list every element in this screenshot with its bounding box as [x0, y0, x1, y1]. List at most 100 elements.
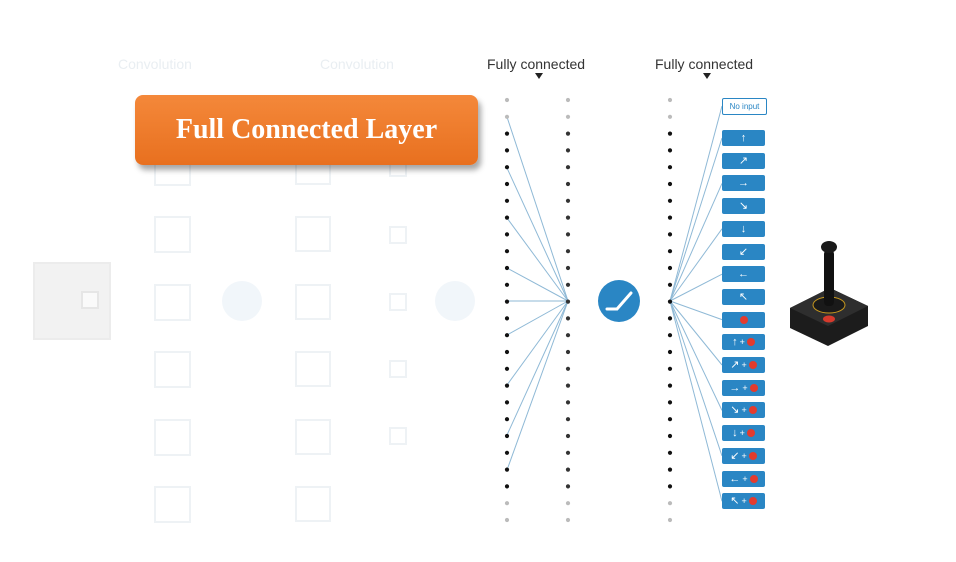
action-button: ↓ — [722, 220, 765, 237]
neuron — [667, 400, 673, 405]
connection-line — [506, 217, 569, 302]
neuron — [565, 114, 571, 119]
pool-map — [389, 293, 407, 311]
neuron — [504, 97, 510, 103]
neuron — [565, 148, 571, 153]
neuron — [565, 316, 571, 321]
conv2-map — [295, 351, 331, 387]
neuron — [565, 198, 571, 203]
neuron — [504, 517, 510, 523]
plus-icon: + — [742, 473, 748, 484]
fire-button-icon — [746, 429, 755, 438]
connection-line — [669, 273, 723, 302]
neuron — [667, 181, 673, 187]
conv2-map — [295, 284, 331, 320]
neuron — [565, 131, 571, 136]
action-button: ↖ — [722, 288, 765, 305]
relu-activation-icon — [435, 281, 475, 321]
action-button: ↙+ — [722, 447, 765, 464]
connection-line — [506, 116, 569, 302]
arrow-icon: ↙ — [738, 245, 749, 258]
neuron — [504, 232, 510, 237]
fc1-connections — [506, 116, 569, 471]
neuron — [504, 165, 510, 170]
fc2-title-pointer — [703, 73, 711, 79]
neuron — [667, 450, 673, 455]
neuron — [667, 517, 673, 523]
neuron — [667, 282, 673, 287]
arrow-icon: ↘ — [738, 200, 749, 213]
neuron — [504, 299, 510, 304]
neuron — [667, 198, 673, 203]
action-button: ← — [722, 266, 765, 283]
neuron — [565, 181, 571, 187]
joystick-icon — [790, 241, 868, 346]
conv1-map — [154, 216, 191, 253]
neuron — [667, 165, 673, 170]
neuron — [565, 501, 571, 506]
neuron — [667, 417, 673, 422]
neuron — [504, 114, 510, 119]
relu-activation-icon — [222, 281, 262, 321]
arrow-icon: ↑ — [732, 336, 738, 349]
fire-button-icon — [739, 315, 748, 324]
action-button — [722, 311, 765, 328]
pool-map — [389, 360, 407, 378]
action-button: ↑+ — [722, 334, 765, 351]
neuron — [565, 265, 571, 271]
connection-line — [506, 167, 569, 302]
action-button: ↗+ — [722, 357, 765, 373]
connection-line — [669, 300, 723, 456]
neuron — [504, 333, 510, 338]
neuron — [565, 333, 571, 338]
neuron — [565, 349, 571, 355]
neuron — [504, 433, 510, 439]
neuron — [667, 232, 673, 237]
neuron — [504, 148, 510, 153]
arrow-icon: ↘ — [730, 404, 740, 417]
neuron — [667, 148, 673, 153]
neuron — [667, 333, 673, 338]
fire-button-icon — [749, 383, 758, 392]
plus-icon: + — [739, 428, 745, 439]
no-input-action: No input — [722, 98, 767, 115]
pool-map — [389, 427, 407, 445]
full-connected-layer-callout: Full Connected Layer — [135, 95, 478, 165]
faded-convolution-layers — [33, 149, 475, 523]
action-button: ↘+ — [722, 402, 765, 419]
conv1-title: Convolution — [118, 56, 192, 72]
conv2-map — [295, 216, 331, 252]
neuron — [504, 417, 510, 422]
arrow-icon: ↑ — [740, 132, 747, 144]
arrow-icon: ↓ — [732, 427, 738, 440]
connection-line — [669, 300, 723, 411]
neuron — [667, 316, 673, 321]
action-button: ←+ — [722, 470, 765, 487]
arrow-icon: ↖ — [738, 290, 749, 303]
neuron — [504, 131, 510, 136]
neuron — [504, 467, 510, 472]
plus-icon: + — [741, 360, 747, 370]
neuron — [504, 501, 510, 506]
connection-line — [669, 183, 723, 302]
connection-line — [506, 267, 569, 302]
neuron — [504, 484, 510, 489]
neuron — [504, 198, 510, 203]
neuron — [667, 114, 673, 119]
connection-line — [506, 300, 569, 386]
neuron — [667, 433, 673, 439]
plus-icon: + — [741, 450, 747, 461]
neuron — [504, 366, 510, 371]
connection-line — [669, 137, 723, 302]
arrow-icon: → — [738, 177, 749, 190]
plus-icon: + — [742, 382, 748, 393]
connection-line — [506, 300, 569, 336]
neuron — [667, 215, 673, 220]
arrow-icon: ↓ — [740, 222, 747, 235]
neuron — [565, 165, 571, 170]
action-button: ↖+ — [722, 493, 765, 510]
arrow-icon: ↙ — [730, 449, 740, 462]
arrow-icon: ↗ — [730, 359, 740, 371]
connection-line — [669, 228, 723, 302]
